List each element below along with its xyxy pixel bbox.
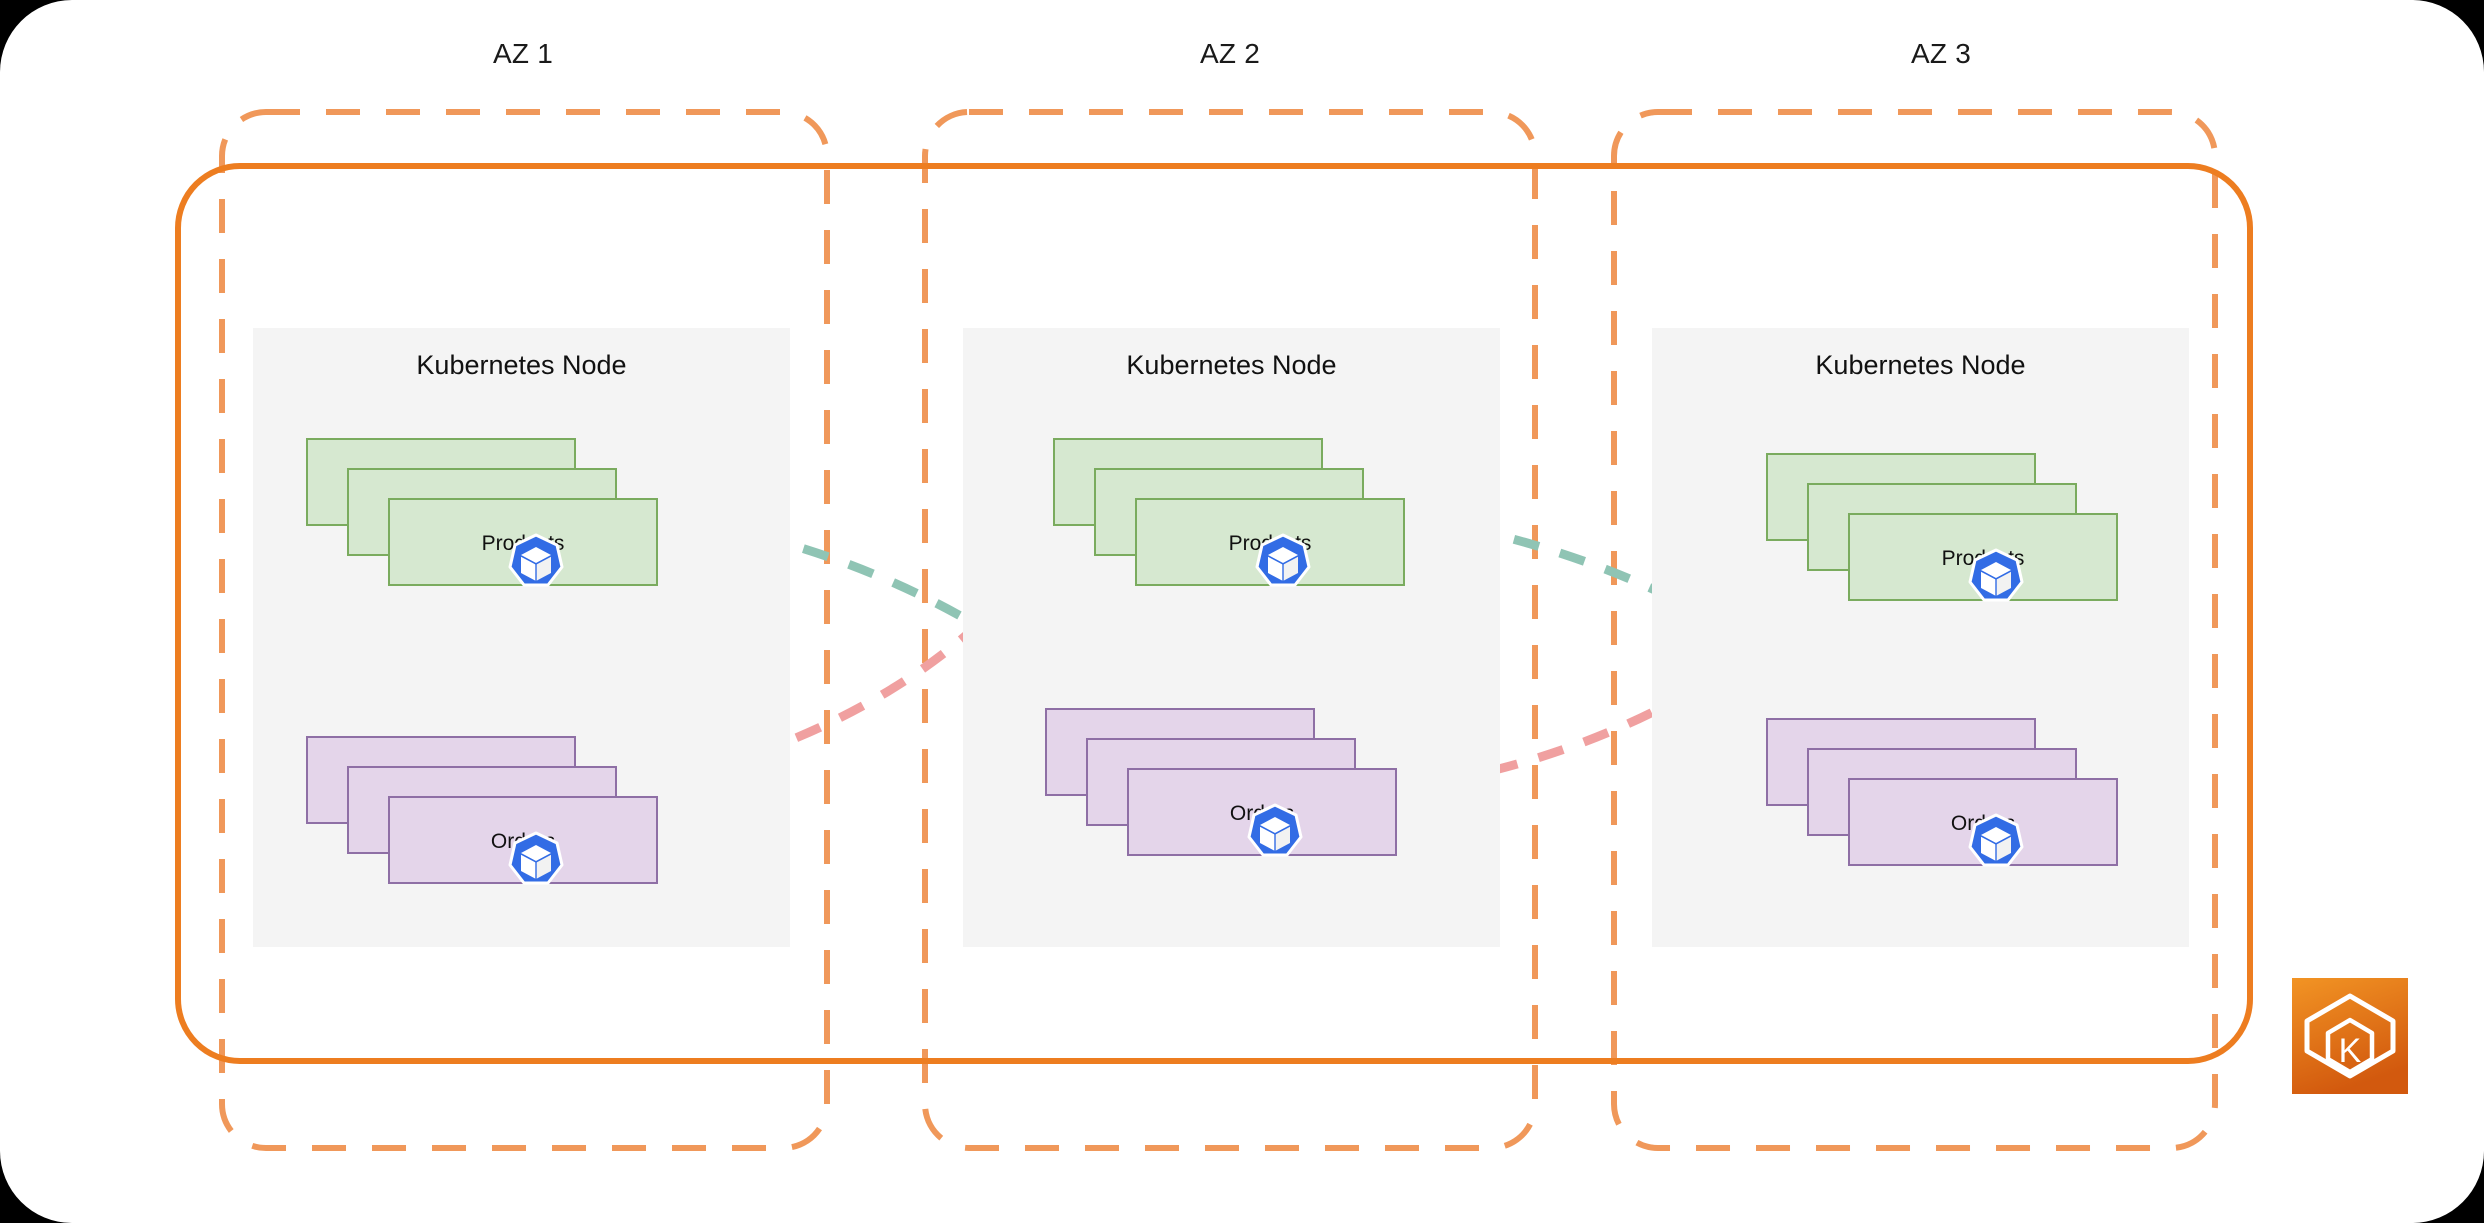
kubernetes-node-az3: Kubernetes Node Products O — [1652, 328, 2189, 947]
kubernetes-icon — [1968, 813, 2024, 867]
kubernetes-icon — [508, 533, 564, 587]
az-2-label: AZ 2 — [1200, 38, 1260, 69]
eks-logo-tile — [2292, 978, 2408, 1094]
kubernetes-icon — [1247, 803, 1303, 857]
amazon-eks-logo: K — [2292, 978, 2408, 1094]
eks-hexagon-inner — [2325, 1017, 2375, 1075]
kubernetes-node-az1-title: Kubernetes Node — [416, 350, 627, 380]
kubernetes-icon — [508, 831, 564, 885]
az-3-label: AZ 3 — [1911, 38, 1971, 69]
kubernetes-node-az3-title: Kubernetes Node — [1815, 350, 2026, 380]
kubernetes-icon — [1968, 548, 2024, 602]
kubernetes-node-az2: Kubernetes Node Products O — [963, 328, 1500, 947]
az-1-label: AZ 1 — [493, 38, 553, 69]
kubernetes-icon — [1255, 533, 1311, 587]
kubernetes-node-az1: Kubernetes Node Products — [253, 328, 790, 947]
eks-hexagon-outline — [2304, 993, 2396, 1079]
eks-logo-letter: K — [2339, 1032, 2362, 1070]
kubernetes-node-az2-title: Kubernetes Node — [1126, 350, 1337, 380]
